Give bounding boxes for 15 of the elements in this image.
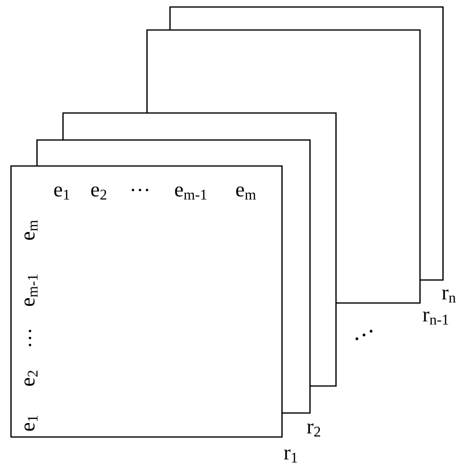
index-label: e$_{2}$ bbox=[24, 370, 38, 386]
index-label: e$_{2}$ bbox=[91, 186, 106, 200]
index-label: … bbox=[28, 330, 32, 346]
slice-label: r$_{2}$ bbox=[307, 424, 320, 436]
index-label: e$_{1}$ bbox=[24, 416, 38, 431]
ellipsis-label: … bbox=[355, 330, 373, 340]
index-label: e$_{m}$ bbox=[236, 186, 256, 200]
index-label: e$_{1}$ bbox=[54, 186, 70, 200]
index-label: e$_{m-1}$ bbox=[24, 274, 38, 306]
index-label: … bbox=[132, 188, 148, 192]
index-label: e$_{m}$ bbox=[24, 220, 38, 240]
index-label: e$_{m-1}$ bbox=[175, 186, 206, 200]
slice-label: r$_{n}$ bbox=[442, 290, 456, 302]
slice-label: r$_{n-1}$ bbox=[422, 312, 448, 324]
slice-label: r$_{1}$ bbox=[284, 450, 298, 462]
